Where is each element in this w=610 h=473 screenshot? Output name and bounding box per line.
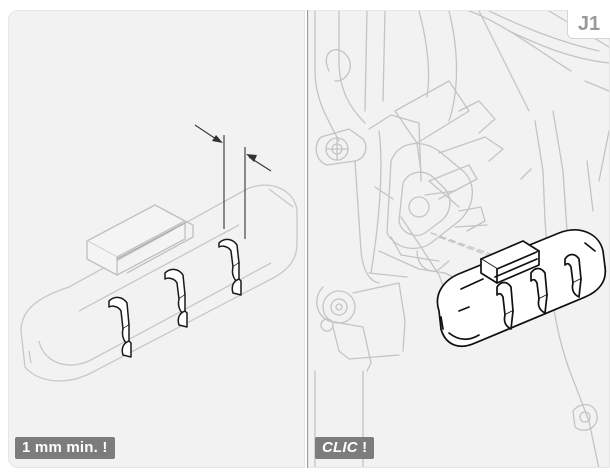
min-thickness-label: 1 mm min. ! [15, 437, 115, 459]
pad-install-panel: CLIC ! [308, 10, 610, 468]
wear-indicator-drawing [20, 124, 298, 382]
clic-exclamation: ! [357, 439, 368, 456]
brake-pad-outline [20, 184, 298, 382]
panel-divider [307, 10, 309, 468]
wear-indicator-panel: 1 mm min. ! [8, 10, 305, 468]
measurement-lines [194, 124, 272, 239]
pad-install-drawing [314, 11, 609, 467]
new-brake-pad [436, 229, 607, 348]
clic-label: CLIC ! [315, 437, 375, 459]
wear-notches [108, 238, 242, 358]
caliper-ghost [314, 11, 609, 467]
pad-holder-block [86, 204, 194, 276]
clic-word: CLIC [322, 439, 358, 456]
measurement-arrows [212, 135, 257, 162]
panel-gap [305, 10, 308, 468]
step-badge: J1 [567, 10, 610, 39]
